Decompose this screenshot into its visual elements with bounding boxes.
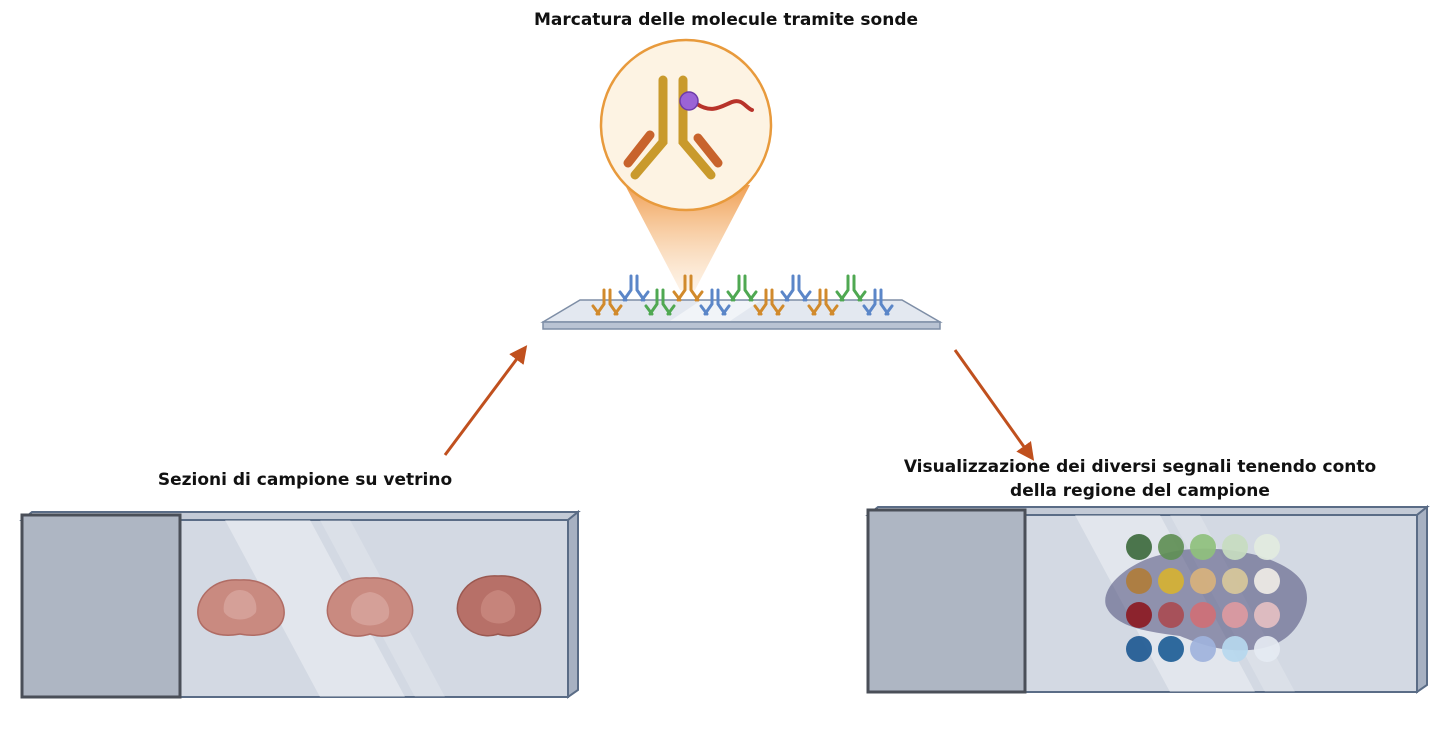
signal-dot: [1158, 636, 1184, 662]
signal-dot: [1190, 636, 1216, 662]
signal-dot: [1126, 636, 1152, 662]
signal-dot: [1254, 568, 1280, 594]
tissue-section-2: [326, 577, 414, 637]
signal-dot: [1222, 534, 1248, 560]
signal-dot: [1158, 534, 1184, 560]
zoom-circle: [599, 38, 773, 212]
right-slide: [865, 504, 1430, 694]
signal-dot: [1158, 568, 1184, 594]
right-step-label-line1: Visualizzazione dei diversi segnali tene…: [903, 457, 1377, 477]
tissue-section-1: [197, 579, 285, 636]
signal-dot: [1254, 602, 1280, 628]
signal-dot: [1222, 568, 1248, 594]
frosted-end: [866, 508, 1027, 694]
right-step-label-line2: della regione del campione: [1010, 481, 1270, 501]
left-slide: [19, 509, 581, 699]
signal-dot: [1190, 568, 1216, 594]
signal-dot: [1126, 602, 1152, 628]
signal-dot: [1222, 636, 1248, 662]
signal-dot: [1126, 534, 1152, 560]
fluorophore-icon: [679, 91, 699, 111]
probe-tail: [695, 99, 754, 112]
signal-dot: [1190, 534, 1216, 560]
signal-dot: [1222, 602, 1248, 628]
signal-dot: [1254, 534, 1280, 560]
right-step-label: Visualizzazione dei diversi segnali tene…: [870, 455, 1410, 503]
arrow-top-to-right: [953, 349, 1035, 461]
signal-dot: [1126, 568, 1152, 594]
tissue-section-3: [456, 575, 542, 637]
signal-dot-grid: [1126, 534, 1280, 662]
arrow-left-to-top: [443, 345, 528, 456]
signal-dot: [1158, 602, 1184, 628]
signal-dot: [1190, 602, 1216, 628]
left-step-label: Sezioni di campione su vetrino: [157, 470, 453, 490]
top-step-label: Marcatura delle molecule tramite sonde: [533, 10, 919, 30]
zoom-cone: [625, 185, 750, 290]
labelled-slide: [540, 299, 943, 330]
signal-dot: [1254, 636, 1280, 662]
frosted-end: [20, 513, 182, 699]
